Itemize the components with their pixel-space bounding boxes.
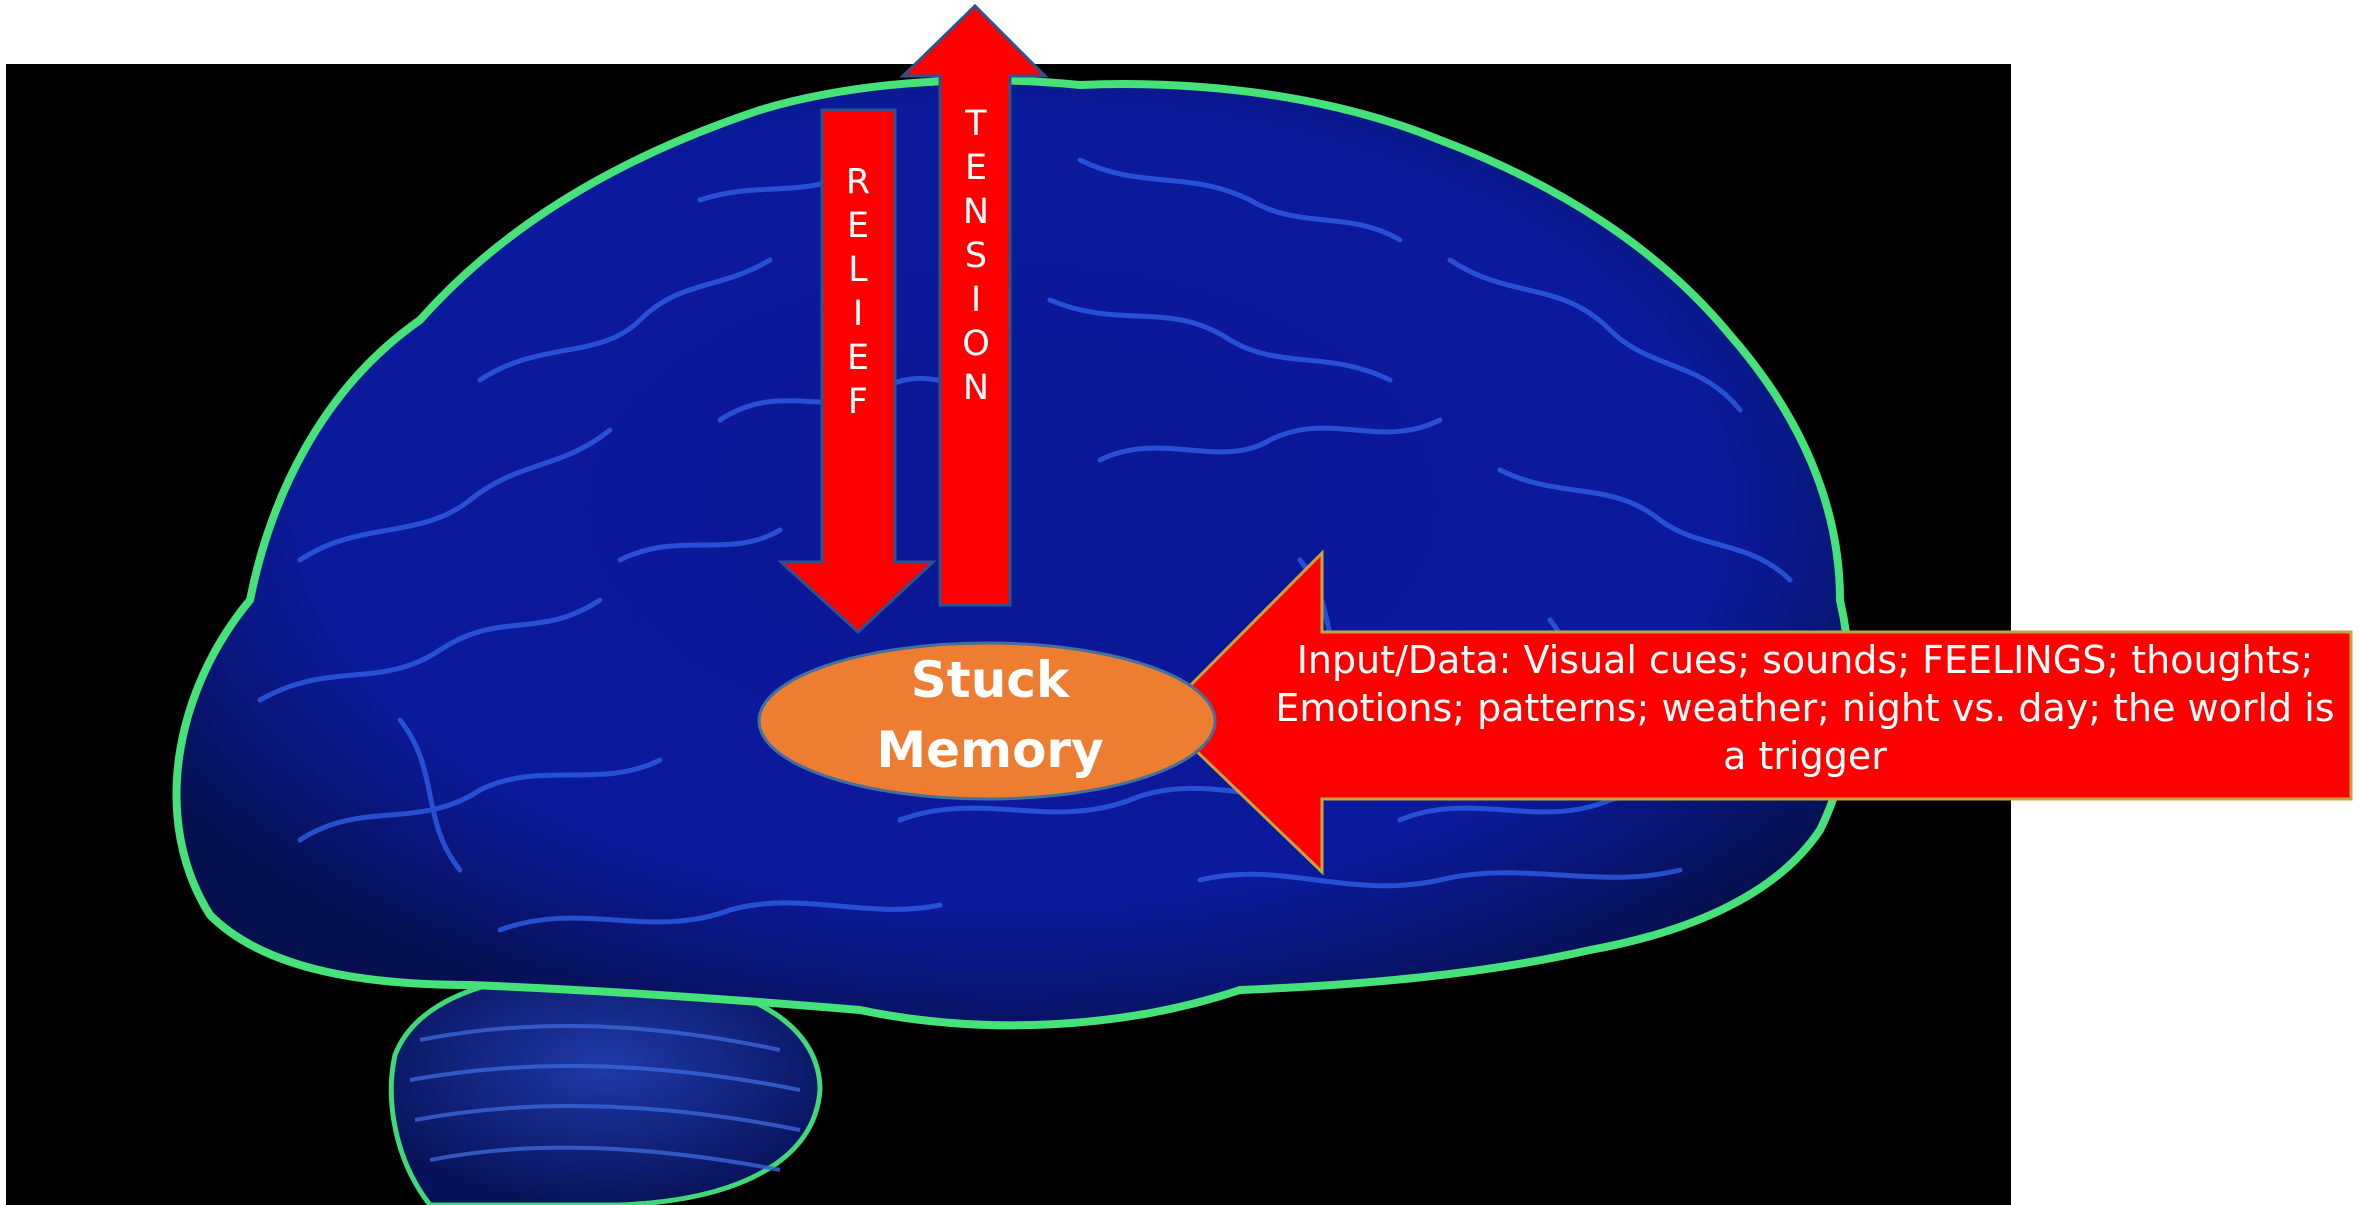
tension-letter: S	[948, 234, 1004, 278]
relief-label: R E L I E F	[830, 160, 886, 424]
stuck-memory-label: Stuck Memory	[770, 645, 1210, 785]
tension-label: T E N S I O N	[948, 102, 1004, 410]
cerebellum	[391, 973, 820, 1205]
tension-letter: O	[948, 322, 1004, 366]
relief-letter: I	[830, 292, 886, 336]
tension-letter: N	[948, 366, 1004, 410]
relief-letter: R	[830, 160, 886, 204]
memory-line-1: Stuck	[770, 645, 1210, 715]
tension-letter: E	[948, 146, 1004, 190]
tension-letter: N	[948, 190, 1004, 234]
relief-letter: F	[830, 380, 886, 424]
relief-letter: E	[830, 336, 886, 380]
relief-letter: E	[830, 204, 886, 248]
input-data-label: Input/Data: Visual cues; sounds; FEELING…	[1260, 636, 2350, 780]
relief-letter: L	[830, 248, 886, 292]
memory-line-2: Memory	[770, 715, 1210, 785]
tension-letter: T	[948, 102, 1004, 146]
tension-letter: I	[948, 278, 1004, 322]
